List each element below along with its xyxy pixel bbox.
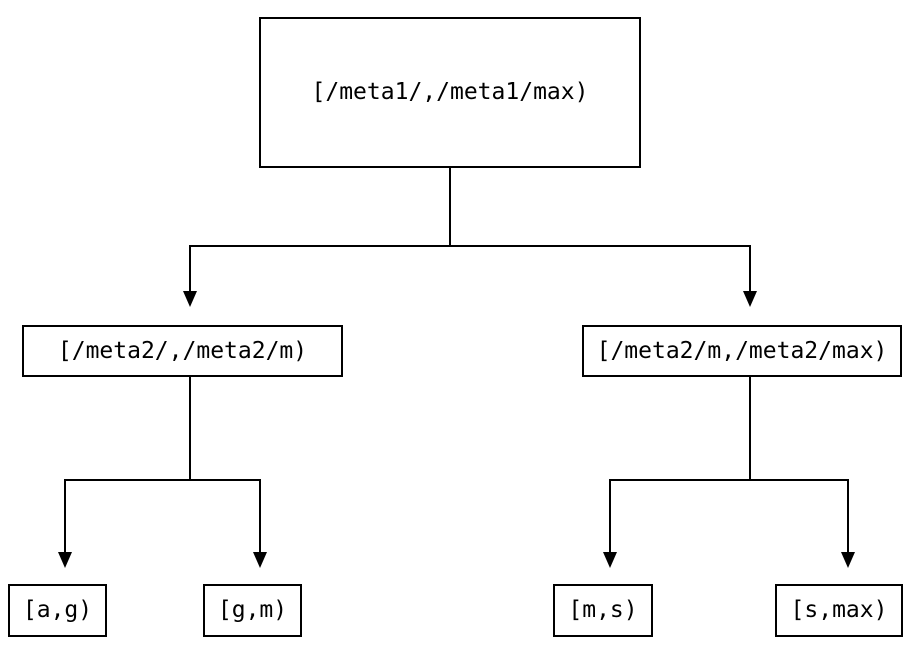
edge-left-fork — [64, 479, 261, 552]
arrowhead-left-to-leaf-gm — [253, 552, 267, 568]
node-root-interval: [/meta1/,/meta1/max) — [259, 17, 641, 168]
node-right-label: [/meta2/m,/meta2/max) — [596, 337, 888, 364]
node-leaf-ag: [a,g) — [8, 584, 107, 637]
arrowhead-root-to-right — [743, 291, 757, 307]
node-root-label: [/meta1/,/meta1/max) — [311, 79, 589, 105]
arrowhead-root-to-left — [183, 291, 197, 307]
node-leaf-gm: [g,m) — [203, 584, 302, 637]
node-leaf-smax-label: [s,max) — [790, 597, 888, 623]
node-leaf-ms: [m,s) — [553, 584, 653, 637]
node-leaf-ag-label: [a,g) — [22, 597, 93, 623]
node-leaf-smax: [s,max) — [775, 584, 903, 637]
edge-root-fork — [189, 245, 751, 291]
node-right-interval: [/meta2/m,/meta2/max) — [582, 325, 902, 377]
arrowhead-left-to-leaf-ag — [58, 552, 72, 568]
arrowhead-right-to-leaf-ms — [603, 552, 617, 568]
node-left-interval: [/meta2/,/meta2/m) — [22, 325, 343, 377]
edge-right-fork — [609, 479, 849, 552]
arrowhead-right-to-leaf-smax — [841, 552, 855, 568]
node-leaf-gm-label: [g,m) — [217, 597, 288, 623]
node-left-label: [/meta2/,/meta2/m) — [57, 337, 308, 364]
node-leaf-ms-label: [m,s) — [568, 597, 638, 623]
